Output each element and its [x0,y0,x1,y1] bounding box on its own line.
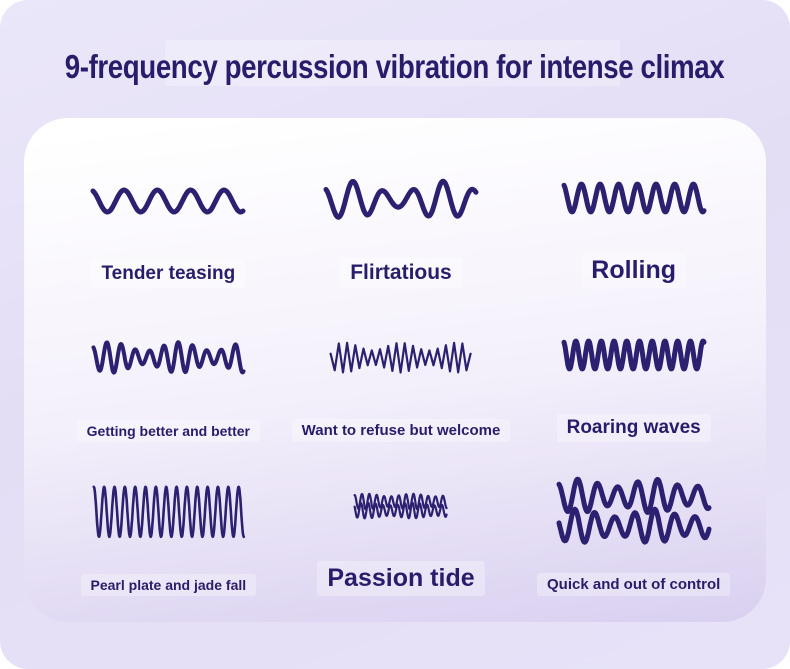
wave-wrap [91,450,247,574]
wave-wrap [560,142,708,253]
mode-cell-flirtatious: Flirtatious [285,142,518,296]
mode-label: Getting better and better [76,419,260,442]
page-title: 9-frequency percussion vibration for int… [0,48,790,86]
mode-label: Rolling [581,253,687,288]
wave-getting-better [91,340,246,376]
wave-quick-out-of-control [556,477,712,546]
mode-label: Flirtatious [340,257,462,288]
mode-cell-passion-tide: Passion tide [285,450,518,604]
mode-label: Want to refuse but welcome [291,418,511,442]
wave-wrap [352,450,449,561]
wave-wrap [560,296,708,414]
wave-wrap [322,142,480,258]
wave-passion-tide [353,492,449,519]
wave-want-to-refuse [329,341,473,374]
mode-cell-want-to-refuse: Want to refuse but welcome [285,296,518,450]
modes-grid: Tender teasing Flirtatious Rolling [24,118,766,622]
title-highlight-band [165,40,620,86]
modes-card: Tender teasing Flirtatious Rolling [24,118,766,622]
wave-wrap [555,450,713,573]
wave-pearl-plate [92,485,245,539]
page-title-text: 9-frequency percussion vibration for int… [65,48,725,85]
mode-cell-quick-out-of-control: Quick and out of control [517,450,750,604]
mode-cell-rolling: Rolling [517,142,750,296]
wave-rolling [561,181,707,215]
mode-cell-pearl-plate: Pearl plate and jade fall [52,450,285,604]
mode-label: Roaring waves [556,414,711,442]
wave-wrap [89,142,247,260]
wave-roaring-waves [561,338,707,372]
mode-label: Tender teasing [91,260,246,288]
wave-wrap [328,296,473,419]
wave-tender-teasing [90,187,246,215]
mode-cell-tender-teasing: Tender teasing [52,142,285,296]
mode-label: Pearl plate and jade fall [80,573,257,596]
mode-cell-getting-better: Getting better and better [52,296,285,450]
wave-wrap [90,296,247,420]
mode-label: Quick and out of control [537,572,731,596]
mode-cell-roaring-waves: Roaring waves [517,296,750,450]
wave-flirtatious [323,178,479,220]
mode-label: Passion tide [317,561,485,596]
